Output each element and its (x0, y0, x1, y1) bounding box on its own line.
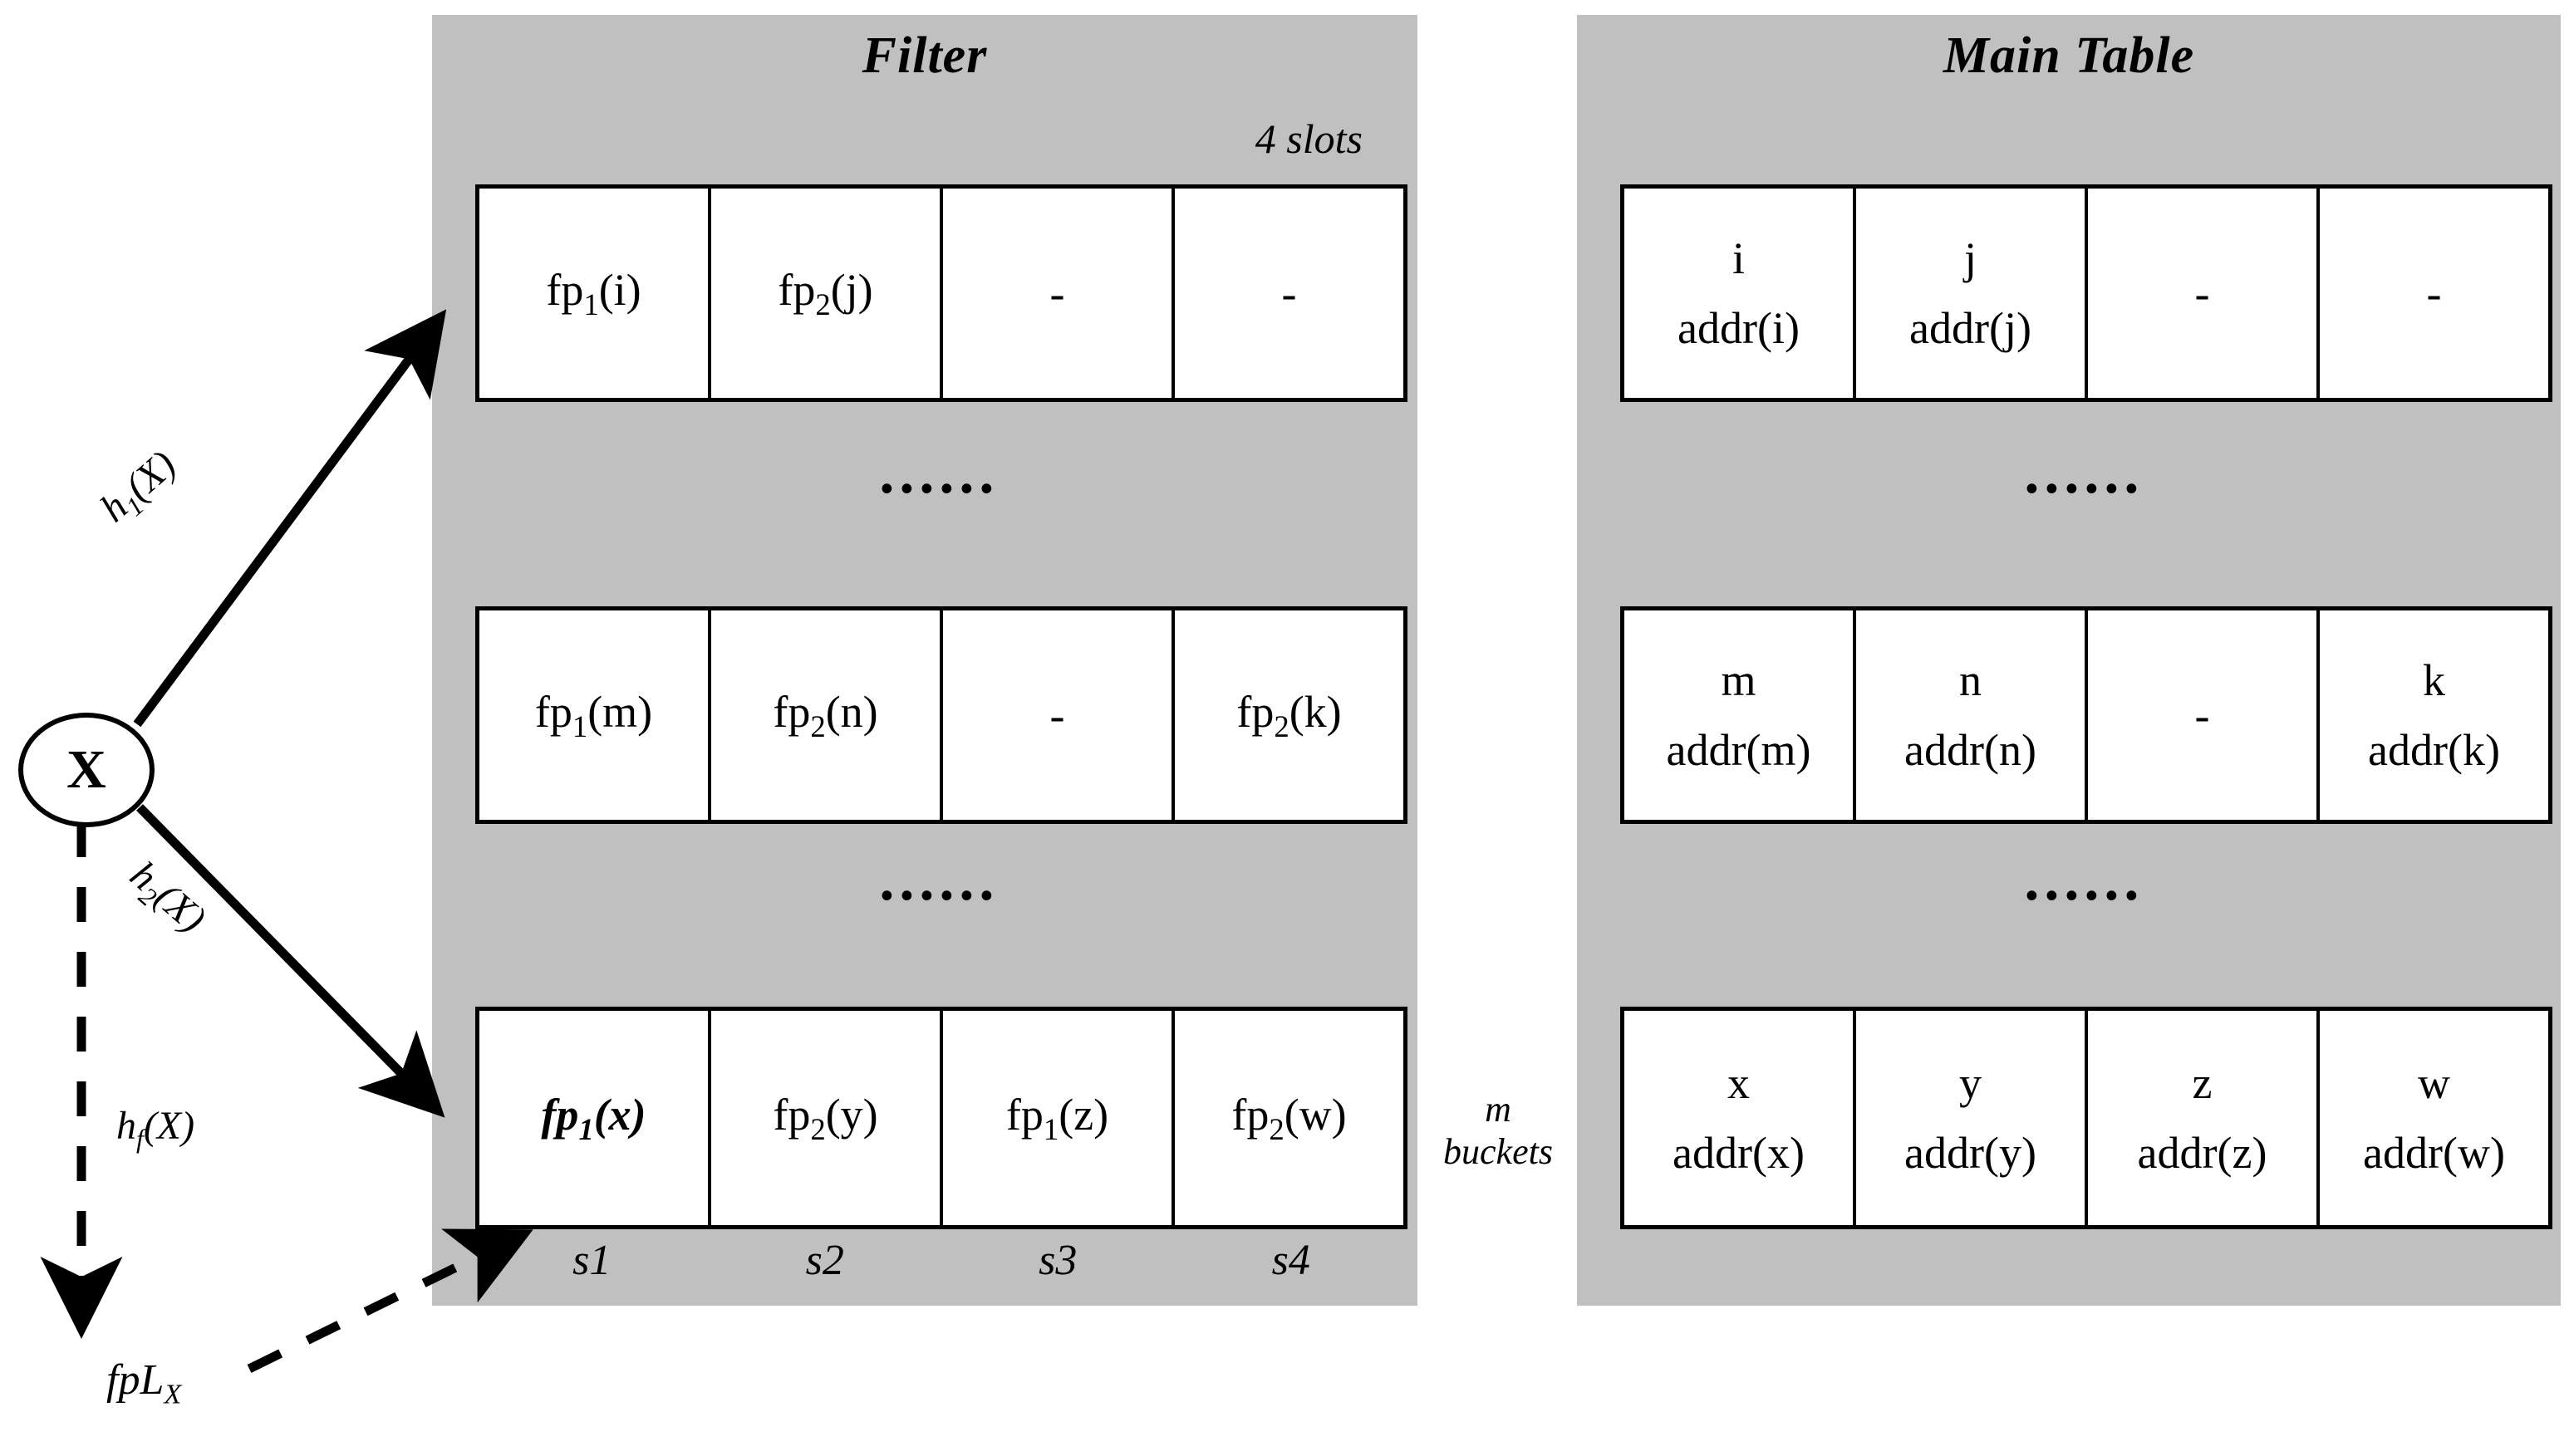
filter-panel-title: Filter (862, 27, 988, 84)
slot-label-s3: s3 (1039, 1237, 1078, 1284)
m-buckets-line2: buckets (1443, 1131, 1553, 1173)
main-cell-addr: addr(n) (1904, 725, 2036, 775)
main-table-row: m addr(m) n addr(n) - k addr(k) (1620, 606, 2552, 824)
filter-cell-text: fp1(x) (541, 1089, 646, 1146)
main-cell-key: y (1959, 1057, 1982, 1108)
filter-ellipsis: ...... (882, 439, 1001, 506)
filter-cell-text: fp2(n) (773, 686, 878, 743)
main-cell-key: k (2423, 654, 2445, 705)
main-cell-addr: addr(w) (2363, 1128, 2505, 1178)
main-table-cell[interactable]: j addr(j) (1856, 189, 2088, 398)
filter-cell-text: fp2(k) (1236, 686, 1342, 743)
edge-label-hf: hf(X) (116, 1103, 194, 1155)
filter-cell[interactable]: fp2(j) (711, 189, 943, 398)
filter-bucket-row: fp1(i) fp2(j) - - (475, 184, 1407, 402)
edge-label-hf-text: hf(X) (116, 1104, 195, 1154)
slot-label-s4: s4 (1271, 1237, 1310, 1284)
filter-cell-text: fp2(w) (1231, 1089, 1347, 1146)
filter-cell[interactable]: fp2(k) (1175, 610, 1403, 820)
filter-ellipsis: ...... (882, 846, 1001, 913)
filter-cell-highlighted[interactable]: fp1(x) (479, 1011, 711, 1225)
edge-label-h2-text: h2(X) (121, 852, 214, 942)
main-table-cell[interactable]: n addr(n) (1856, 610, 2088, 820)
fingerprint-label-text: fpLX (106, 1356, 182, 1410)
main-table-row: x addr(x) y addr(y) z addr(z) w addr(w) (1620, 1007, 2552, 1229)
arrow-h2 (136, 804, 445, 1118)
main-table-cell[interactable]: z addr(z) (2088, 1011, 2320, 1225)
main-table-cell[interactable]: k addr(k) (2320, 610, 2548, 820)
main-cell-key: m (1721, 654, 1756, 705)
main-cell-addr: addr(x) (1673, 1128, 1805, 1178)
m-buckets-label: m buckets (1427, 1088, 1569, 1173)
main-table-cell-empty[interactable]: - (2320, 189, 2548, 398)
filter-cell[interactable]: fp1(m) (479, 610, 711, 820)
filter-cell[interactable]: fp2(n) (711, 610, 943, 820)
main-cell-key: - (2194, 689, 2210, 740)
main-table-cell[interactable]: m addr(m) (1624, 610, 1856, 820)
filter-cell-text: - (1049, 689, 1065, 740)
filter-cell-empty[interactable]: - (1175, 189, 1403, 398)
filter-cell-text: fp2(y) (773, 1089, 878, 1146)
slot-label-s1: s1 (572, 1237, 612, 1284)
filter-cell-empty[interactable]: - (943, 610, 1175, 820)
filter-cell-text: fp2(j) (778, 264, 873, 321)
filter-cell[interactable]: fp2(y) (711, 1011, 943, 1225)
main-cell-addr: addr(m) (1666, 725, 1811, 775)
main-cell-key: z (2192, 1057, 2213, 1108)
filter-cell-text: - (1281, 267, 1297, 318)
slot-label-row: s1 s2 s3 s4 (475, 1236, 1407, 1285)
main-cell-key: i (1732, 233, 1745, 283)
filter-cell-empty[interactable]: - (943, 189, 1175, 398)
main-cell-key: w (2418, 1057, 2450, 1108)
filter-bucket-row: fp1(m) fp2(n) - fp2(k) (475, 606, 1407, 824)
main-table-title: Main Table (1943, 27, 2195, 84)
main-cell-addr: addr(i) (1678, 303, 1800, 353)
main-cell-key: j (1963, 233, 1977, 283)
filter-cell[interactable]: fp2(w) (1175, 1011, 1403, 1225)
slot-label-s2: s2 (805, 1237, 844, 1284)
main-table-cell-empty[interactable]: - (2088, 189, 2320, 398)
main-cell-key: n (1959, 654, 1982, 705)
edge-label-h1-text: h1(X) (91, 442, 184, 531)
main-cell-addr: addr(k) (2368, 725, 2500, 775)
main-table-ellipsis: ...... (2026, 846, 2146, 913)
m-buckets-line1: m (1485, 1089, 1511, 1130)
main-cell-key: - (2194, 267, 2210, 318)
main-table-row: i addr(i) j addr(j) - - (1620, 184, 2552, 402)
input-element-label: X (66, 739, 106, 800)
main-table-cell[interactable]: x addr(x) (1624, 1011, 1856, 1225)
main-table-cell[interactable]: y addr(y) (1856, 1011, 2088, 1225)
arrow-h1 (133, 309, 447, 728)
main-cell-key: x (1727, 1057, 1750, 1108)
main-table-cell[interactable]: i addr(i) (1624, 189, 1856, 398)
fingerprint-label: fpLX (106, 1356, 181, 1410)
edge-label-h2: h2(X) (118, 852, 215, 946)
input-element-node[interactable]: X (18, 713, 155, 827)
filter-slots-label: 4 slots (1255, 115, 1363, 162)
main-cell-addr: addr(z) (2137, 1128, 2267, 1178)
filter-cell-text: fp1(i) (546, 264, 641, 321)
main-table-ellipsis: ...... (2026, 439, 2146, 506)
main-table-cell[interactable]: w addr(w) (2320, 1011, 2548, 1225)
main-table-cell-empty[interactable]: - (2088, 610, 2320, 820)
filter-cell-text: - (1049, 267, 1065, 318)
filter-cell-text: fp1(m) (534, 686, 653, 743)
filter-bucket-row: fp1(x) fp2(y) fp1(z) fp2(w) (475, 1007, 1407, 1229)
edge-label-h1: h1(X) (91, 442, 189, 536)
filter-cell-text: fp1(z) (1005, 1089, 1109, 1146)
filter-cell[interactable]: fp1(z) (943, 1011, 1175, 1225)
main-cell-key: - (2426, 267, 2442, 318)
main-cell-addr: addr(y) (1904, 1128, 2036, 1178)
filter-cell[interactable]: fp1(i) (479, 189, 711, 398)
main-cell-addr: addr(j) (1909, 303, 2031, 353)
